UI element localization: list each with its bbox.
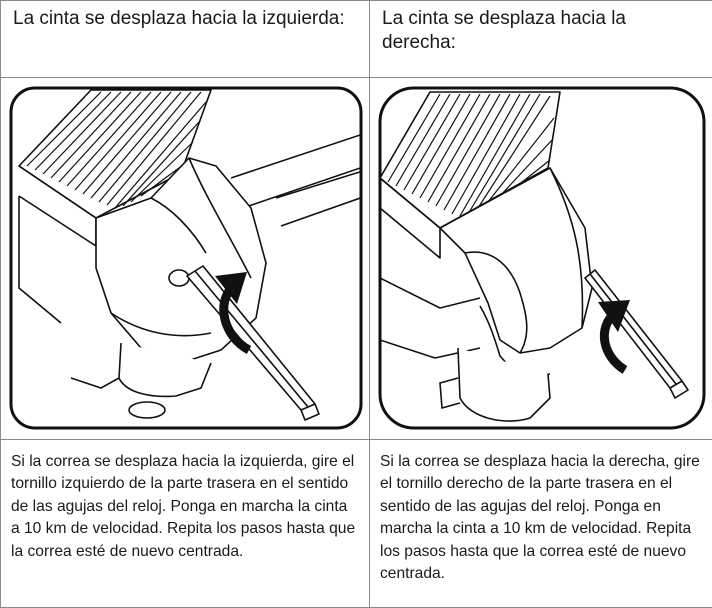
right-heading: La cinta se desplaza hacia la derecha: (382, 8, 626, 53)
left-illustration-cell (0, 77, 370, 440)
left-heading-cell: La cinta se desplaza hacia la izquierda: (0, 0, 370, 78)
right-heading-cell: La cinta se desplaza hacia la derecha: (369, 0, 712, 78)
left-instructions: Si la correa se desplaza hacia la izquie… (11, 453, 356, 560)
right-instructions-cell: Si la correa se desplaza hacia la derech… (369, 439, 712, 608)
left-instructions-cell: Si la correa se desplaza hacia la izquie… (0, 439, 370, 608)
treadmill-left-bolt-illustration (9, 86, 363, 430)
treadmill-right-bolt-illustration (378, 86, 706, 430)
right-instructions: Si la correa se desplaza hacia la derech… (380, 453, 700, 583)
left-heading: La cinta se desplaza hacia la izquierda: (13, 8, 345, 29)
right-illustration-cell (369, 77, 712, 440)
